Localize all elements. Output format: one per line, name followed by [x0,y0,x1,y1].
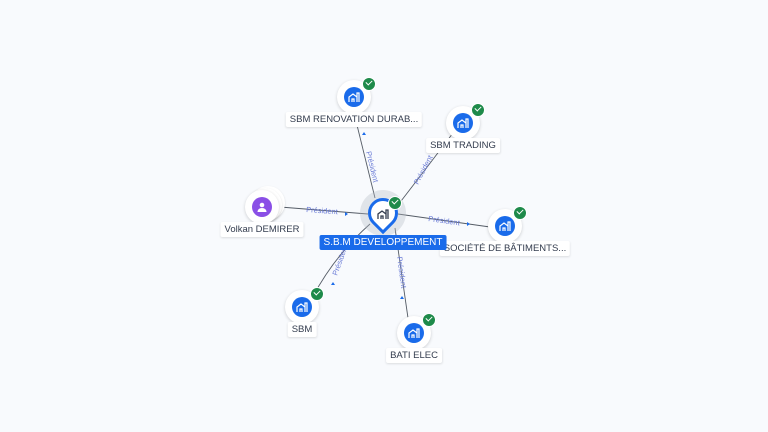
verified-check-icon [362,77,376,91]
building-icon [292,297,312,317]
edge-label: Président [364,150,381,184]
verified-check-icon [513,206,527,220]
building-icon [377,207,389,225]
node-label: Volkan DEMIRER [220,222,304,237]
node-label: BATI ELEC [386,348,442,363]
edge-line [279,206,369,215]
verified-check-icon [310,287,324,301]
arrow-icon [400,296,404,299]
edge-line [353,112,376,199]
edge-label: Président [395,256,408,290]
arrow-icon [362,132,366,135]
building-icon [453,113,473,133]
building-icon [495,216,515,236]
edge-label: Président [428,214,462,227]
edge-label: Président [412,153,435,186]
verified-check-icon [422,313,436,327]
person-icon [252,197,272,217]
node-label: SBM RENOVATION DURAB... [285,112,423,127]
building-icon [344,87,364,107]
verified-check-icon [388,196,402,210]
verified-check-icon [471,103,485,117]
building-icon [404,323,424,343]
edge-label: Président [306,205,339,216]
center-node-label: S.B.M DEVELOPPEMENT [319,235,447,250]
arrow-icon [467,222,470,226]
edge-line [397,213,491,228]
node-label: SBM TRADING [426,138,500,153]
node-label: SOCIÉTÉ DE BÂTIMENTS... [439,241,571,256]
arrow-icon [345,212,348,216]
node-label: SBM [287,322,317,337]
arrow-icon [331,282,335,285]
